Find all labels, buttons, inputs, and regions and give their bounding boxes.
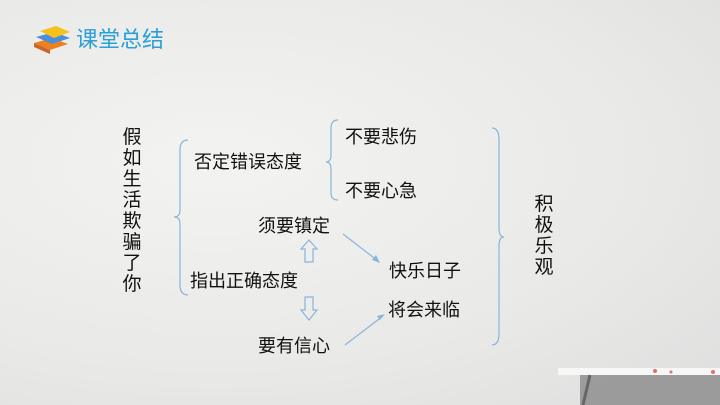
branch2-label: 指出正确态度: [190, 271, 298, 292]
arrow-to-result-2: [344, 315, 384, 346]
branch2-up: 须要镇定: [258, 216, 330, 237]
page-title: 课堂总结: [76, 28, 165, 53]
left-brace: [173, 139, 189, 296]
arrow-to-result: [342, 233, 379, 262]
result-line: 快乐日子: [389, 261, 461, 282]
branch1-label: 否定错误态度: [194, 152, 302, 173]
books-icon: [34, 26, 70, 54]
right-brace: [491, 127, 505, 346]
hollow-up-arrow: [299, 239, 319, 263]
branch1-item: 不要心急: [345, 181, 417, 202]
branch2-down: 要有信心: [258, 336, 330, 357]
hollow-down-arrow: [299, 296, 319, 321]
inner-brace: [325, 119, 339, 201]
branch1-item: 不要悲伤: [345, 127, 417, 148]
right-vertical-text: 积极乐观: [534, 193, 554, 278]
left-vertical-text: 假如生活欺骗了你: [122, 126, 142, 295]
desk: [558, 368, 720, 405]
result-line: 将会来临: [388, 300, 460, 321]
